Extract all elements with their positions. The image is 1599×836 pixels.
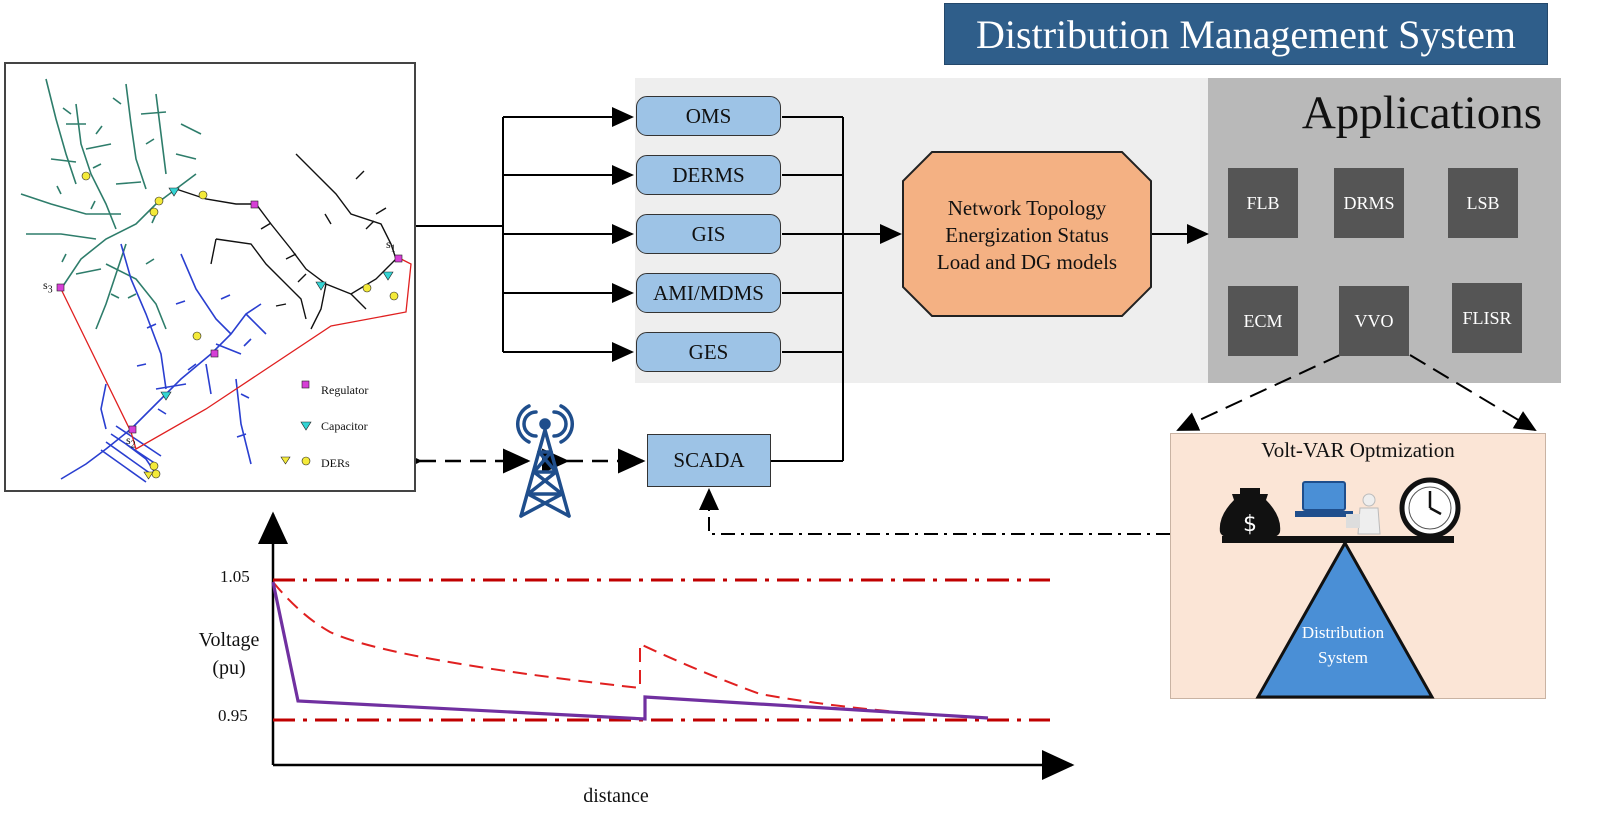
voltage-base-curve [271, 581, 989, 721]
legend-capacitor-label: Capacitor [321, 419, 368, 433]
substation-1-label: s1 [386, 237, 396, 254]
app-flisr-button[interactable]: FLISR [1452, 283, 1522, 353]
legend-ders-label: DERs [321, 456, 350, 470]
feeder-map-drawing [20, 78, 412, 483]
ylabel-line-1: Voltage [198, 629, 260, 651]
app-ecm-button[interactable]: ECM [1228, 286, 1298, 356]
scada-button[interactable]: SCADA [647, 434, 771, 487]
radio-tower-icon [516, 404, 574, 518]
ds-line-2: System [1317, 648, 1369, 667]
oms-button[interactable]: OMS [636, 96, 781, 136]
ami-mdms-button[interactable]: AMI/MDMS [636, 273, 781, 313]
ytick-1-05: 1.05 [220, 567, 250, 586]
voltage-with-vvo-curve [272, 581, 989, 719]
balance-beam [1222, 536, 1454, 543]
y-axis-label: Voltage (pu) [186, 626, 272, 682]
substation-2-label: s2 [126, 433, 136, 450]
money-bag-icon: $ [1219, 488, 1281, 540]
substation-index: 3 [47, 284, 53, 296]
app-vvo-button[interactable]: VVO [1339, 286, 1409, 356]
ytick-0-95: 0.95 [218, 706, 248, 725]
topology-text: Network Topology Energization Status Loa… [905, 195, 1149, 276]
legend-regulator-label: Regulator [321, 383, 369, 397]
feeder-map [4, 62, 416, 492]
ges-button[interactable]: GES [636, 332, 781, 372]
topology-line-3: Load and DG models [936, 250, 1118, 274]
app-flb-button[interactable]: FLB [1228, 168, 1298, 238]
substation-s-text: s [126, 433, 131, 447]
substation-s-text: s [386, 237, 391, 251]
vvo-balance-drawing: $ [1219, 477, 1461, 699]
derms-button[interactable]: DERMS [636, 155, 781, 195]
ylabel-line-2: (pu) [212, 657, 246, 679]
app-lsb-button[interactable]: LSB [1448, 168, 1518, 238]
page-title: Distribution Management System [944, 3, 1548, 65]
clock-icon [1399, 477, 1461, 539]
distribution-system-label: Distribution System [1283, 620, 1403, 670]
gis-button[interactable]: GIS [636, 214, 781, 254]
topology-box[interactable] [902, 151, 1152, 317]
topology-line-1: Network Topology [947, 196, 1107, 220]
substation-s-text: s [43, 278, 48, 292]
x-axis-label: distance [583, 785, 649, 807]
balance-triangle [1255, 539, 1435, 699]
laptop-user-icon [1295, 481, 1381, 535]
vvo-title: Volt-VAR Optmization [1261, 438, 1455, 462]
svg-text:$: $ [1243, 512, 1257, 537]
topology-line-2: Energization Status [945, 223, 1109, 247]
applications-title: Applications [1301, 87, 1542, 139]
app-drms-button[interactable]: DRMS [1334, 168, 1404, 238]
substation-3-label: s3 [43, 278, 53, 295]
substation-index: 1 [390, 243, 396, 255]
ds-line-1: Distribution [1301, 623, 1385, 642]
substation-index: 2 [130, 439, 136, 451]
